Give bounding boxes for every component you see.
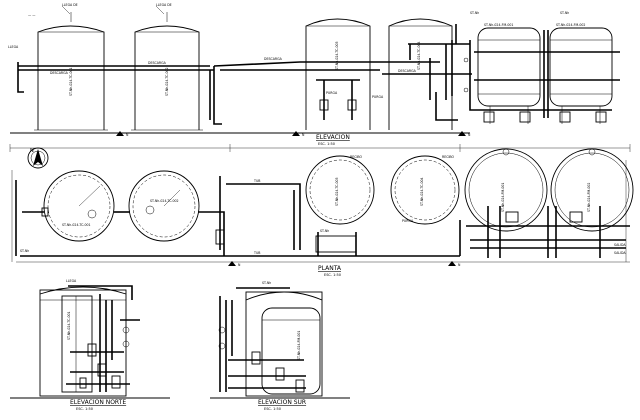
- north-elevation-view: ST-Nh-024-TC-001 LLEGA ELEVACION NORTE E…: [10, 279, 170, 411]
- north-arrow-label: N: [30, 148, 34, 154]
- callout-text: LLEGA: [8, 45, 19, 49]
- filter-piping-elevation: [463, 30, 620, 123]
- plan-tag-tc-002: ST-Nh-024-TC-002: [150, 199, 179, 203]
- tank-tc-001-elevation: [34, 12, 108, 131]
- callout-text: DESCARGA: [50, 71, 69, 75]
- tag-fm-001: ST-Nh-024-FM-001: [484, 23, 513, 27]
- plan-tag-tc-004: ST-Nh-024-TC-004: [420, 177, 424, 206]
- plan-callouts: TUB TUB RECIBO RECIBO PURGA SALIDA SALID…: [20, 155, 626, 255]
- level-mark: N: [228, 261, 241, 267]
- level-text: N: [302, 133, 305, 137]
- level-mark: N: [448, 261, 461, 267]
- callout-text: TUB: [253, 179, 260, 183]
- view-scale-elevation: ESC. 1:50: [318, 142, 335, 146]
- callout-text: SALIDA: [614, 251, 626, 255]
- filter-fm-001-plan: [464, 148, 548, 232]
- callout-text: RECIBO: [442, 155, 455, 159]
- callout-text: DESCARGA: [264, 57, 283, 61]
- plan-view: N: [9, 144, 634, 277]
- view-scale-plan: ESC. 1:50: [324, 273, 341, 277]
- level-text: N: [238, 263, 241, 267]
- header-piping-elevation: [17, 24, 472, 125]
- view-title-north: ELEVACION NORTE: [70, 399, 126, 406]
- level-text: N: [126, 133, 129, 137]
- callout-text: PURGA: [372, 95, 384, 99]
- callout-text: ST-Nh: [262, 281, 271, 285]
- level-mark: N: [116, 131, 129, 137]
- plan-tag-fm-002: ST-Nh-024-FM-002: [587, 183, 591, 212]
- tag-fm-002: ST-Nh-024-FM-002: [556, 23, 585, 27]
- tank-tc-003-plan: [305, 155, 375, 225]
- tank-tc-001-plan: [43, 170, 115, 242]
- plan-tag-tc-003: ST-Nh-024-TC-003: [335, 177, 339, 206]
- view-title-plan: PLANTA: [318, 265, 342, 272]
- south-elevation-view: ST-Nh-024-FM-001 ST-Nh ELEVACION SUR ESC…: [210, 281, 350, 411]
- callout-text: ST-Nh: [470, 11, 479, 15]
- filter-fm-001-elevation: [477, 27, 541, 124]
- elevation-view: LLEGA DE LLEGA DE — — LLEGA DESCARGA DES…: [8, 3, 620, 146]
- tank-tc-003-elevation: [305, 18, 371, 130]
- view-scale-south: ESC. 1:50: [264, 407, 281, 411]
- callout-text: PURGA: [326, 91, 338, 95]
- callout-text: LLEGA: [66, 279, 77, 283]
- callout-text: — —: [28, 13, 36, 17]
- level-mark: N: [458, 131, 471, 137]
- tag-tc-002: ST-Nh-024-TC-002: [165, 67, 169, 96]
- view-title-elevation: ELEVACION: [316, 134, 350, 141]
- callout-text: SALIDA: [614, 243, 626, 247]
- filter-fm-002-elevation: [549, 27, 613, 124]
- south-tag: ST-Nh-024-FM-001: [297, 331, 301, 360]
- tank-tc-004-elevation: [388, 18, 453, 130]
- plan-piping: [15, 176, 630, 258]
- north-arrow-icon: N: [27, 147, 49, 169]
- callout-text: LLEGA DE: [156, 3, 172, 7]
- callout-text: RECIBO: [350, 155, 363, 159]
- elevation-callouts: LLEGA DE LLEGA DE — — LLEGA DESCARGA DES…: [8, 3, 569, 99]
- callout-text: ST-Nh: [320, 229, 329, 233]
- tag-tc-003: ST-Nh-024-TC-003: [335, 41, 339, 70]
- view-scale-north: ESC. 1:50: [76, 407, 93, 411]
- north-tag: ST-Nh-024-TC-001: [67, 311, 71, 340]
- tank-tc-002-plan: [128, 170, 200, 242]
- plan-tag-fm-001: ST-Nh-024-FM-001: [501, 183, 505, 212]
- tank-tc-004-plan: [390, 155, 460, 225]
- tank-tc-002-elevation: [131, 12, 203, 131]
- callout-text: ST-Nh: [560, 11, 569, 15]
- callout-text: LLEGA DE: [62, 3, 78, 7]
- tag-tc-004: ST-Nh-024-TC-004: [417, 41, 421, 70]
- callout-text: DESCARGA: [398, 69, 417, 73]
- plan-tag-tc-001: ST-Nh-024-TC-001: [62, 223, 91, 227]
- level-text: N: [468, 133, 471, 137]
- level-text: N: [458, 263, 461, 267]
- callout-text: DESCARGA: [148, 61, 167, 65]
- tag-tc-001: ST-Nh-024-TC-001: [69, 67, 73, 96]
- callout-text: PURGA: [402, 219, 414, 223]
- callout-text: ST-Nh: [20, 249, 29, 253]
- filter-fm-002-plan: [550, 148, 634, 232]
- callout-text: TUB: [253, 251, 260, 255]
- level-mark: N: [292, 131, 305, 137]
- view-title-south: ELEVACION SUR: [258, 399, 306, 406]
